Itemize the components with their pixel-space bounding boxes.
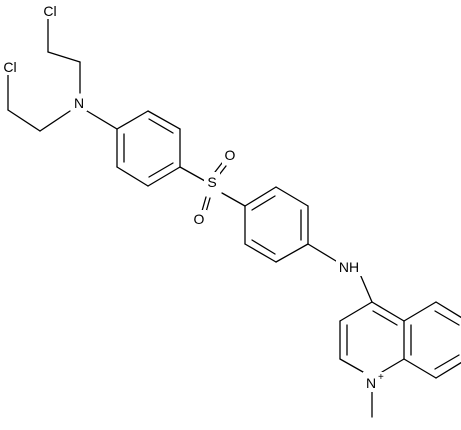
bond: [179, 166, 206, 182]
bond: [218, 165, 227, 176]
bond: [339, 301, 373, 322]
bond: [244, 186, 277, 207]
bond: [371, 301, 405, 322]
bond: [275, 186, 309, 207]
oxygen-atom-label: O: [225, 147, 236, 163]
bond: [116, 166, 149, 187]
bond: [201, 196, 207, 212]
bond: [275, 243, 309, 263]
bond: [251, 195, 276, 211]
sulfur-atom-label: S: [207, 174, 216, 190]
bond: [116, 110, 149, 130]
bond: [403, 358, 437, 379]
bond: [147, 166, 181, 187]
bond: [403, 301, 437, 322]
amine-nh-label: NH: [339, 259, 359, 275]
bond: [205, 197, 211, 213]
bond: [359, 273, 373, 303]
bond: [251, 239, 276, 255]
bond: [214, 162, 223, 173]
bond: [339, 358, 364, 373]
quinolinium-nitrogen-label: N: [366, 375, 376, 391]
bond-layer: [7, 18, 461, 418]
bond: [244, 243, 277, 263]
bond: [435, 361, 461, 379]
chlorine-atom-label: Cl: [3, 59, 16, 75]
bond: [434, 354, 460, 370]
bond: [86, 110, 118, 130]
positive-charge-label: +: [378, 372, 384, 383]
oxygen-atom-label: O: [194, 211, 205, 227]
atom-labels: Cl Cl N S O O NH N +: [0, 2, 384, 392]
bond: [221, 192, 246, 207]
bond: [148, 118, 174, 134]
bond: [47, 51, 81, 63]
bond: [147, 110, 181, 130]
bond: [148, 162, 174, 178]
bond: [435, 301, 461, 319]
chlorine-atom-label: Cl: [43, 3, 56, 19]
bond: [307, 243, 337, 262]
bond: [372, 310, 398, 326]
bond: [39, 110, 71, 132]
bond: [7, 109, 41, 132]
amine-nitrogen-label: N: [74, 95, 84, 111]
bond: [434, 310, 460, 326]
bond: [381, 358, 405, 373]
